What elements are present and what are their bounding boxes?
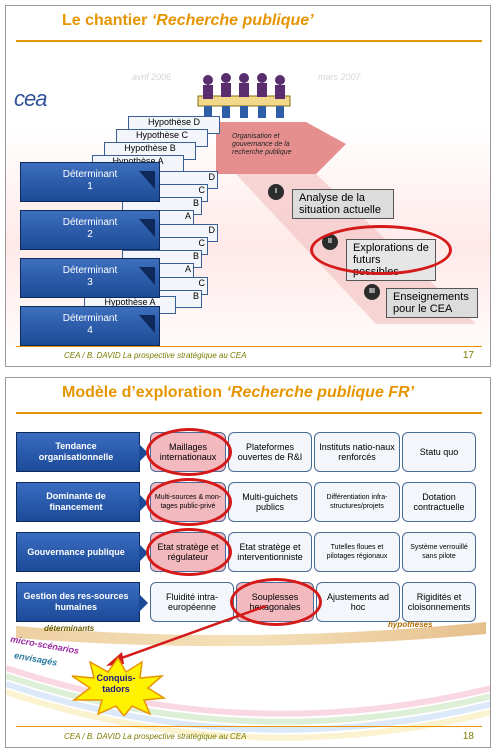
cell-r2-c2: Tutelles floues et pilotages régionaux (314, 532, 400, 572)
slide-modele: Modèle d’exploration ‘Recherche publique… (5, 377, 491, 748)
cell-r2-c3: Système verrouillé sans pilote (402, 532, 476, 572)
determinant-4: Déterminant 4 (20, 306, 160, 346)
band-label-hypotheses: hypothèses (388, 620, 433, 629)
corner-triangle-icon (139, 219, 155, 237)
slide1-title-italic: ‘Recherche publique’ (151, 12, 314, 29)
page-number: 17 (462, 350, 474, 361)
slide-chantier: Le chantier ‘Recherche publique’ cea avr… (5, 5, 491, 367)
scenario-burst-icon (71, 656, 167, 716)
band-label-determinants: déterminants (44, 624, 95, 633)
cell-r0-c3: Statu quo (402, 432, 476, 472)
footer-rule (16, 726, 482, 727)
org-gouvernance-label: Organisation et gouvernance de la recher… (232, 133, 292, 156)
row-gouvernance-label: Gouvernance publique (16, 532, 148, 572)
slide1-title-plain: Le chantier (62, 12, 152, 29)
page-number: 18 (462, 731, 474, 742)
determinant-3-label: Déterminant (62, 265, 118, 276)
scenario-label: Conquis-tadors (96, 673, 136, 694)
corner-triangle-icon (139, 267, 155, 285)
highlight-oval (310, 225, 452, 275)
slide1-title: Le chantier ‘Recherche publique’ (62, 12, 314, 30)
determinant-2-num: 2 (87, 229, 93, 240)
determinant-1: Déterminant 1 (20, 162, 160, 202)
rainbow-swoosh (6, 665, 490, 741)
row-dominante-label: Dominante de financement (16, 482, 148, 522)
arrow-icon (139, 544, 148, 562)
phase-1: Analyse de la situation actuelle (292, 189, 394, 219)
cea-logo: cea (14, 86, 47, 111)
cell-r1-c2: Différentiation infra-structures/projets (314, 482, 400, 522)
cell-r3-c0: Fluidité intra-européenne (150, 582, 234, 622)
title-rule (16, 412, 482, 414)
phase-3-text: Enseignements pour le CEA (393, 291, 469, 315)
cell-r1-c1: Multi-guichets publics (228, 482, 312, 522)
row-label-text: Dominante de financement (46, 491, 106, 512)
row-label-text: Gestion des res-sources humaines (23, 591, 129, 612)
determinant-4-label: Déterminant (62, 313, 118, 324)
cell-r2-c1: Etat stratège et interventionniste (228, 532, 312, 572)
determinant-1-num: 1 (87, 181, 93, 192)
footer-author: CEA / B. DAVID La prospective stratégiqu… (64, 351, 247, 360)
selection-oval-r1 (146, 478, 232, 526)
cell-r1-c3: Dotation contractuelle (402, 482, 476, 522)
cell-r0-c2: Instituts natio-naux renforcés (314, 432, 400, 472)
determinant-2: Déterminant 2 (20, 210, 160, 250)
arrow-icon (139, 494, 148, 512)
selection-oval-r3 (230, 578, 322, 626)
cell-r0-c1: Plateformes ouvertes de R&I (228, 432, 312, 472)
corner-triangle-icon (139, 171, 155, 189)
determinant-2-label: Déterminant (62, 217, 118, 228)
date-left: avril 2006 (132, 72, 172, 82)
phase-1-num: I (268, 184, 284, 200)
corner-triangle-icon (139, 315, 155, 333)
footer-author: CEA / B. DAVID La prospective stratégiqu… (64, 732, 247, 741)
footer-rule (16, 346, 482, 347)
cell-r3-c2: Ajustements ad hoc (316, 582, 400, 622)
ground-band (16, 622, 486, 647)
date-right: mars 2007 (318, 72, 361, 82)
selection-oval-r0 (146, 428, 232, 476)
working-group-icon (197, 73, 291, 118)
phase-3-num: III (364, 284, 380, 300)
title-rule (16, 40, 482, 42)
slide2-title-plain: Modèle d’exploration (62, 384, 227, 401)
determinant-3-num: 3 (87, 277, 93, 288)
cell-r3-c3: Rigidités et cloisonnements (402, 582, 476, 622)
phase-1-text: Analyse de la situation actuelle (299, 192, 381, 216)
phase-3: Enseignements pour le CEA (386, 288, 478, 318)
row-gestion-label: Gestion des res-sources humaines (16, 582, 148, 622)
slide2-title: Modèle d’exploration ‘Recherche publique… (62, 384, 414, 402)
row-label-text: Tendance organisationnelle (38, 441, 114, 462)
determinant-4-num: 4 (87, 325, 93, 336)
selection-oval-r2 (146, 528, 232, 576)
arrow-icon (139, 594, 148, 612)
row-tendance-label: Tendance organisationnelle (16, 432, 148, 472)
determinant-3: Déterminant 3 (20, 258, 160, 298)
arrow-icon (139, 444, 148, 462)
row-label-text: Gouvernance publique (27, 546, 125, 557)
slide2-title-italic: ‘Recherche publique FR’ (226, 384, 415, 401)
determinant-1-label: Déterminant (62, 169, 118, 180)
